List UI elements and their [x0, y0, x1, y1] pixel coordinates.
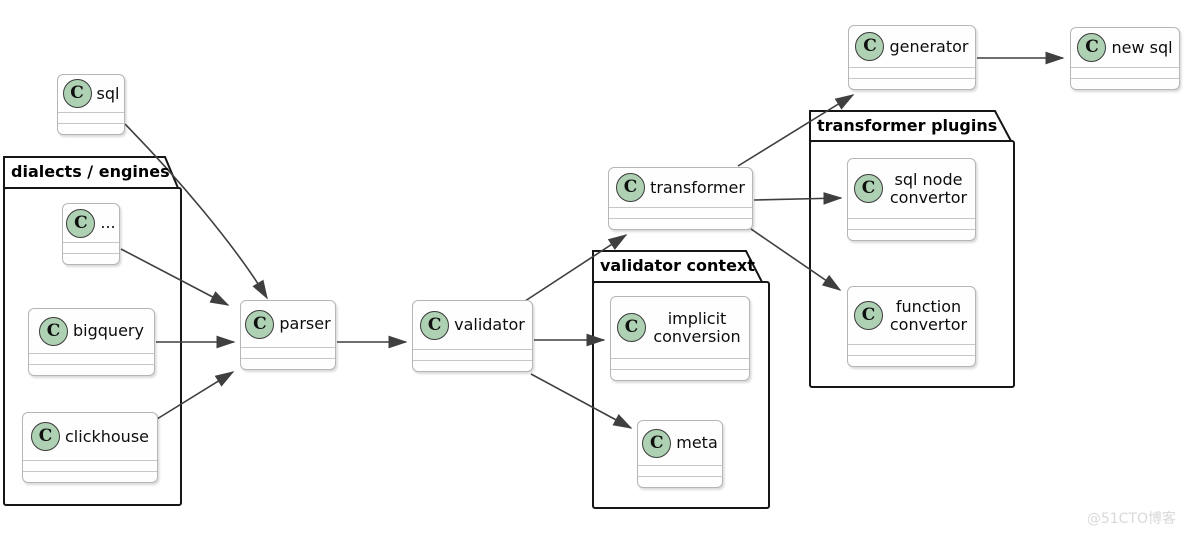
class-node-function-convertor: C function convertor [847, 286, 976, 367]
edge-clickhouse-parser [156, 371, 235, 420]
class-label: clickhouse [65, 426, 149, 446]
class-c-icon: C [616, 173, 646, 202]
class-node-generator: C generator [848, 25, 976, 90]
package-title-transformer-plugins: transformer plugins [817, 116, 998, 135]
class-divider [848, 344, 975, 355]
class-c-icon: C [854, 174, 883, 203]
class-divider [848, 229, 975, 240]
class-label: bigquery [73, 321, 144, 341]
class-label: sql [96, 83, 120, 103]
class-divider [849, 67, 975, 78]
class-divider [611, 358, 749, 369]
class-divider [413, 349, 532, 360]
class-node-meta: C meta [637, 420, 723, 488]
class-divider [23, 460, 157, 471]
class-c-icon: C [62, 79, 92, 108]
class-node-dots: C ... [62, 203, 120, 265]
class-divider [611, 369, 749, 380]
class-divider [29, 353, 154, 364]
edge-transformer-sql-node-convertor [753, 192, 843, 205]
class-divider [63, 253, 119, 264]
class-label: ... [100, 213, 116, 233]
class-divider [609, 218, 752, 229]
class-divider [638, 465, 722, 476]
class-divider [848, 218, 975, 229]
watermark-label: @51CTO博客 [1086, 511, 1176, 527]
class-node-clickhouse: C clickhouse [22, 412, 158, 483]
class-c-icon: C [854, 301, 883, 330]
class-divider [848, 355, 975, 366]
class-node-transformer: C transformer [608, 167, 753, 230]
edge-transformer-function-convertor [750, 228, 842, 291]
class-divider [241, 358, 335, 369]
class-divider [638, 476, 722, 487]
class-node-bigquery: C bigquery [28, 308, 155, 376]
class-label: sql node convertor [889, 169, 968, 207]
edge-validator-meta [530, 373, 633, 429]
class-divider [241, 347, 335, 358]
class-node-sql: C sql [57, 74, 125, 135]
class-label: new sql [1111, 37, 1173, 57]
class-c-icon: C [31, 422, 60, 451]
class-label: generator [889, 36, 969, 56]
class-node-implicit-conversion: C implicit conversion [610, 296, 750, 381]
class-divider [58, 123, 124, 134]
class-node-new-sql: C new sql [1070, 27, 1180, 90]
class-c-icon: C [66, 208, 96, 238]
edge-sql-parser [124, 123, 268, 300]
class-divider [609, 207, 752, 218]
class-label: implicit conversion [653, 308, 741, 346]
class-divider [23, 471, 157, 482]
class-divider [58, 112, 124, 123]
class-c-icon: C [420, 310, 450, 340]
class-c-icon: C [642, 428, 672, 458]
class-c-icon: C [617, 313, 646, 342]
class-node-validator: C validator [412, 300, 533, 372]
class-node-parser: C parser [240, 300, 336, 370]
class-divider [413, 360, 532, 371]
class-divider [1071, 67, 1179, 78]
package-title-dialects-engines: dialects / engines [11, 162, 170, 181]
class-c-icon: C [245, 309, 275, 339]
edge-dots-parser [120, 248, 230, 306]
edge-transformer-generator [737, 94, 855, 167]
class-label: validator [454, 315, 525, 335]
edge-validator-transformer [518, 234, 628, 306]
package-title-validator-context: validator context [600, 256, 755, 275]
class-c-icon: C [39, 316, 69, 346]
class-divider [849, 78, 975, 89]
class-divider [29, 364, 154, 375]
class-label: meta [676, 433, 718, 453]
class-divider [63, 242, 119, 253]
class-divider [1071, 78, 1179, 89]
class-c-icon: C [1077, 33, 1107, 62]
class-node-sql-node-convertor: C sql node convertor [847, 158, 976, 241]
class-c-icon: C [855, 32, 885, 61]
class-label: parser [279, 314, 331, 334]
class-label: transformer [650, 177, 745, 197]
class-label: function convertor [889, 296, 968, 334]
